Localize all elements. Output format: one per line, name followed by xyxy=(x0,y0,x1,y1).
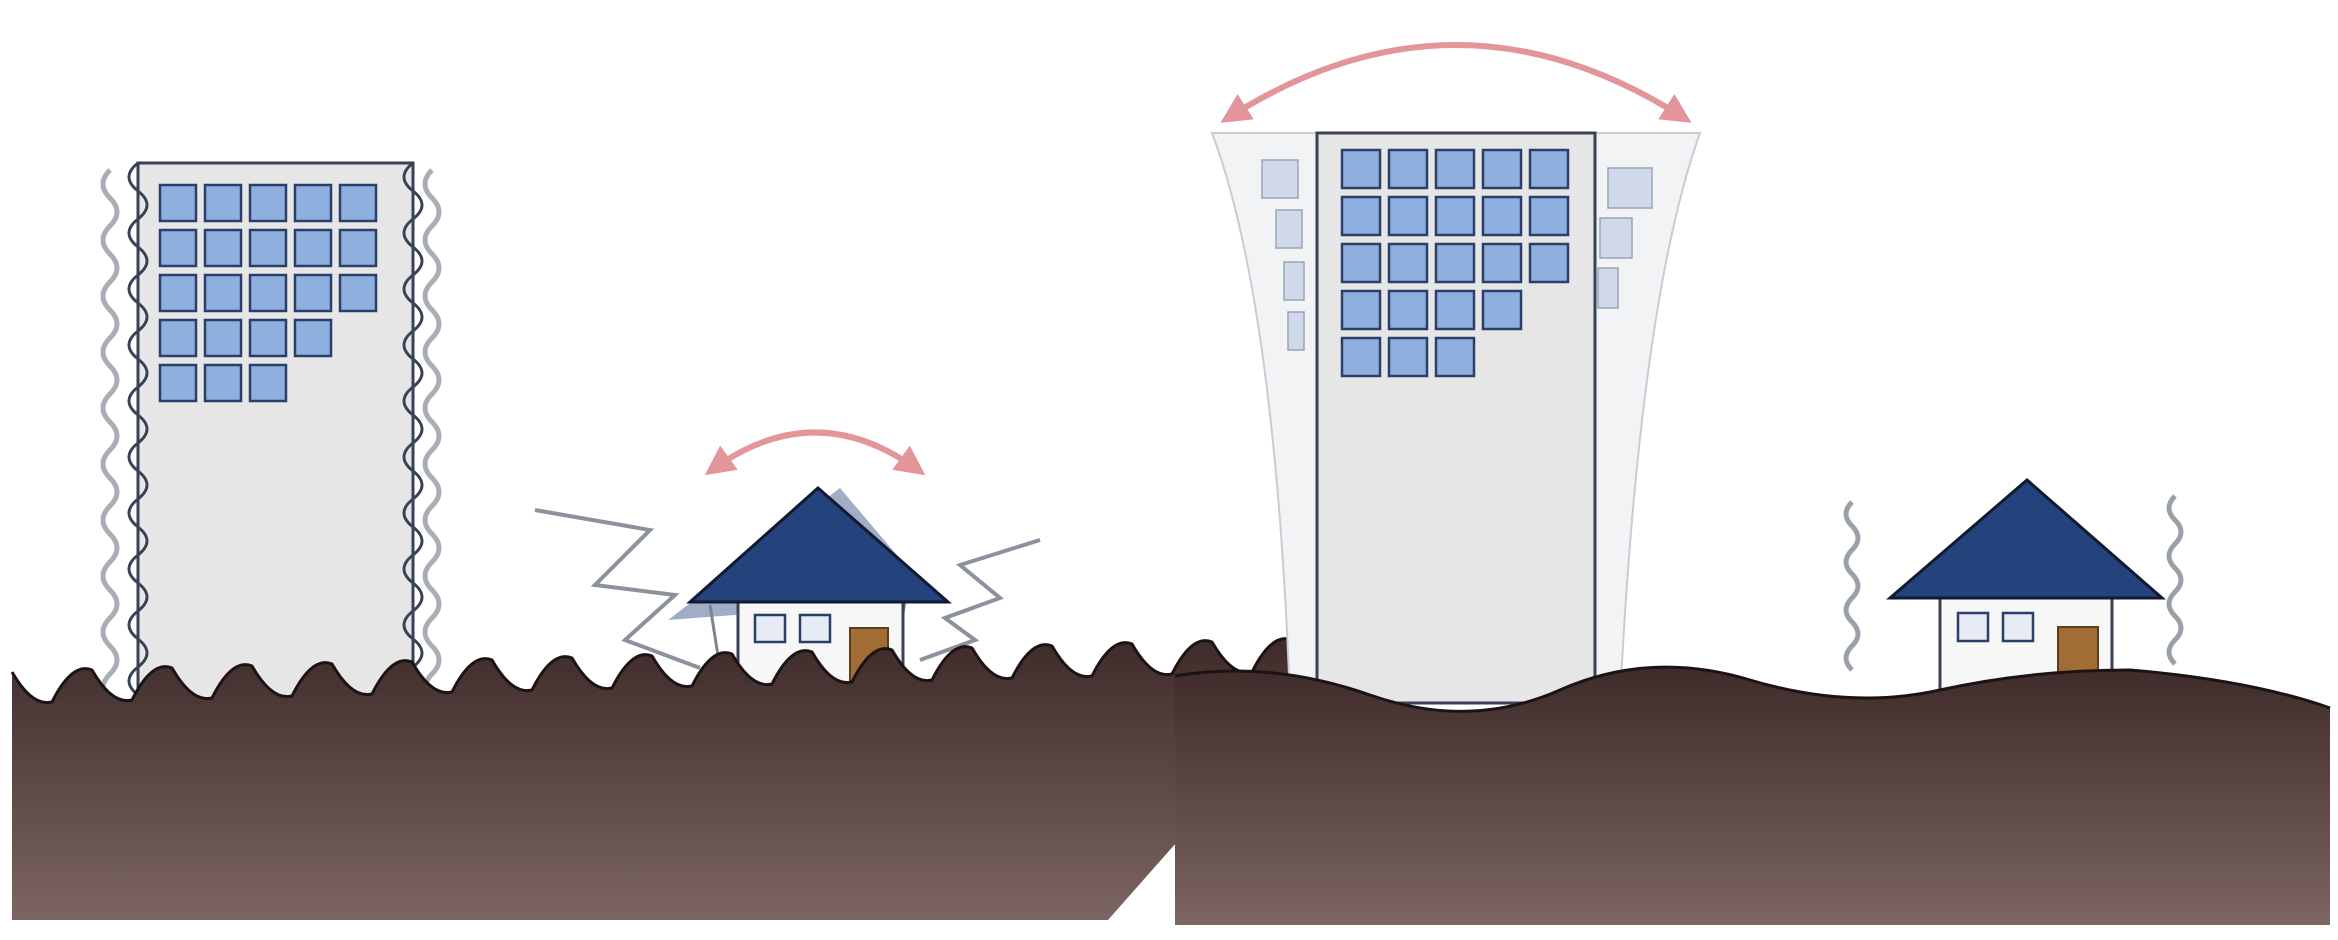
building-window xyxy=(1340,148,1382,190)
building-window xyxy=(1387,242,1429,284)
building-window xyxy=(1387,289,1429,331)
vibration-wave-right-icon xyxy=(402,161,424,721)
building-window xyxy=(1340,336,1382,378)
sway-arrow-building-icon xyxy=(1220,42,1692,123)
ground-long-period xyxy=(1175,667,2330,925)
building-window xyxy=(158,273,198,313)
building-window xyxy=(1481,289,1523,331)
building-window xyxy=(1528,148,1570,190)
vibration-wave-left-icon xyxy=(127,161,149,721)
vibration-line-left xyxy=(534,508,701,670)
building-window xyxy=(1434,195,1476,237)
building-window xyxy=(1434,336,1476,378)
building-window xyxy=(293,228,333,268)
building-window xyxy=(338,228,378,268)
building-window xyxy=(293,318,333,358)
building-window xyxy=(248,363,288,403)
house-window xyxy=(798,613,832,644)
house-window xyxy=(753,613,787,644)
vibration-wave-house-right-icon xyxy=(2166,494,2184,666)
building-window xyxy=(1340,289,1382,331)
building-window xyxy=(1528,195,1570,237)
building-window xyxy=(338,273,378,313)
building-window xyxy=(293,273,333,313)
building-window xyxy=(1434,148,1476,190)
building-window xyxy=(1481,195,1523,237)
building-window xyxy=(1528,242,1570,284)
building-window xyxy=(1387,336,1429,378)
building-window xyxy=(1481,242,1523,284)
roof-left xyxy=(686,485,952,604)
building-window xyxy=(248,318,288,358)
building-window xyxy=(203,273,243,313)
building-window xyxy=(203,318,243,358)
vibration-line-right xyxy=(919,538,1041,662)
building-window xyxy=(1434,242,1476,284)
panel-short-period xyxy=(10,161,1354,920)
building-window xyxy=(158,183,198,223)
building-window xyxy=(203,228,243,268)
building-window xyxy=(158,228,198,268)
tall-building-right xyxy=(1315,131,1597,705)
panel-long-period xyxy=(1174,42,2331,925)
ground-short-period xyxy=(12,638,1352,920)
tall-building-left xyxy=(100,161,442,721)
building-window xyxy=(248,228,288,268)
building-window xyxy=(248,183,288,223)
window-grid-left xyxy=(158,183,378,403)
building-window xyxy=(1387,148,1429,190)
vibration-wave-house-left-icon xyxy=(1843,500,1861,672)
window-grid-right xyxy=(1340,148,1570,378)
building-window xyxy=(203,183,243,223)
building-window xyxy=(203,363,243,403)
house-vibration-lines xyxy=(534,508,1041,670)
building-window xyxy=(248,273,288,313)
building-window xyxy=(1340,195,1382,237)
building-window xyxy=(1340,242,1382,284)
building-window xyxy=(1434,289,1476,331)
building-window xyxy=(293,183,333,223)
building-window xyxy=(338,183,378,223)
sway-arrow-house-icon xyxy=(704,429,926,476)
house-window xyxy=(2001,611,2035,643)
building-window xyxy=(1481,148,1523,190)
building-window xyxy=(158,363,198,403)
roof-right xyxy=(1885,478,2166,600)
building-window xyxy=(158,318,198,358)
house-window xyxy=(1956,611,1990,643)
building-window xyxy=(1387,195,1429,237)
